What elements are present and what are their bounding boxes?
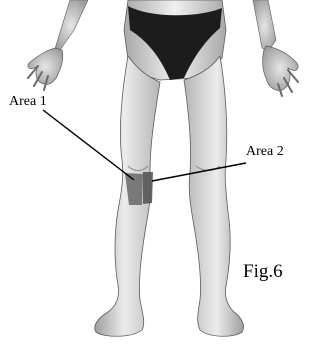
area-2-region [143,172,153,204]
area-2-label: Area 2 [246,144,284,160]
right-hand [253,0,298,96]
right-leg [184,56,244,336]
left-hand [28,0,88,90]
figure-caption: Fig.6 [243,261,283,283]
area-1-label: Area 1 [9,94,47,110]
